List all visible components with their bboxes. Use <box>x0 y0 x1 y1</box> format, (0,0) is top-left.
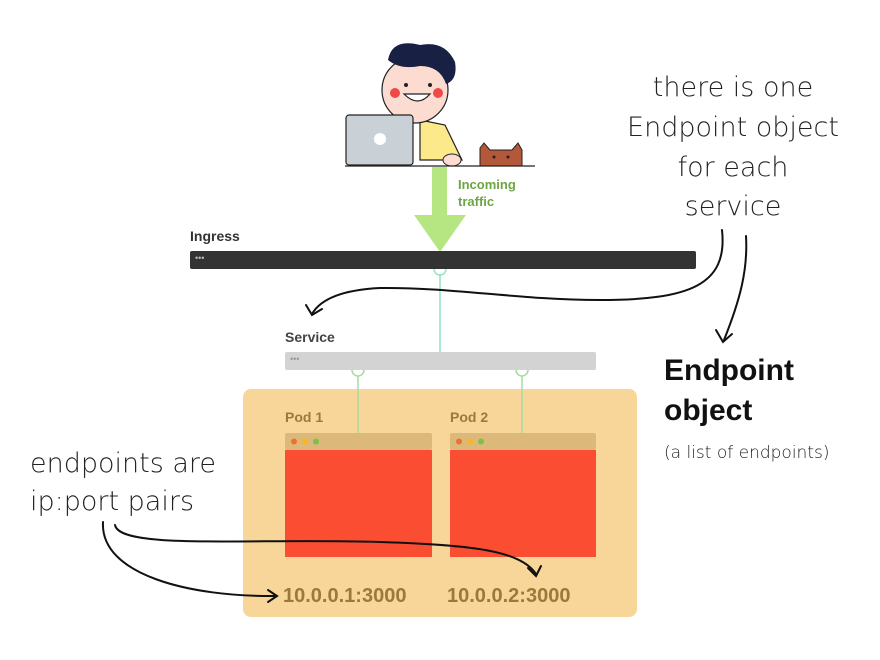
annotation-right-line: for each <box>678 152 789 183</box>
annotation-right-line: Endpoint object <box>627 112 839 143</box>
ingress-bar <box>190 251 696 269</box>
service-dots: ••• <box>290 354 299 364</box>
incoming-traffic-arrow <box>414 167 466 252</box>
pod-2-window <box>450 433 596 557</box>
endpoint-object-subtitle: (a list of endpoints) <box>664 443 829 463</box>
developer-illustration <box>345 43 463 167</box>
annotation-left-line: ip:port pairs <box>30 486 194 517</box>
service-label: Service <box>285 329 335 345</box>
ingress-dots: ••• <box>195 253 204 263</box>
arrow-to-service <box>311 229 724 315</box>
pod-2-label: Pod 2 <box>450 409 488 425</box>
annotation-arrows <box>101 229 748 603</box>
arrow-to-pod-2-endpoint <box>114 524 537 575</box>
annotation-left-line: endpoints are <box>30 448 216 479</box>
cat-illustration <box>479 142 523 167</box>
annotation-right-line: there is one <box>653 72 813 103</box>
service-bar <box>285 352 596 370</box>
pod-1-window <box>285 433 432 557</box>
connector-service-pods <box>351 369 529 433</box>
pod-1-endpoint: 10.0.0.1:3000 <box>283 585 406 607</box>
pod-1-label: Pod 1 <box>285 409 323 425</box>
pod-2-endpoint: 10.0.0.2:3000 <box>447 585 570 607</box>
arrow-to-pod-1-endpoint <box>101 521 277 598</box>
endpoint-object-title: object <box>664 394 752 427</box>
incoming-traffic-label: traffic <box>458 194 494 209</box>
ingress-label: Ingress <box>190 228 240 244</box>
connector-ingress-service <box>433 268 447 352</box>
incoming-traffic-label: Incoming <box>458 177 516 192</box>
arrow-to-endpoint-object <box>723 235 748 341</box>
annotation-right: there is one Endpoint object for each se… <box>627 72 839 222</box>
endpoint-object-title: Endpoint <box>664 354 794 387</box>
annotation-right-line: service <box>685 191 782 222</box>
